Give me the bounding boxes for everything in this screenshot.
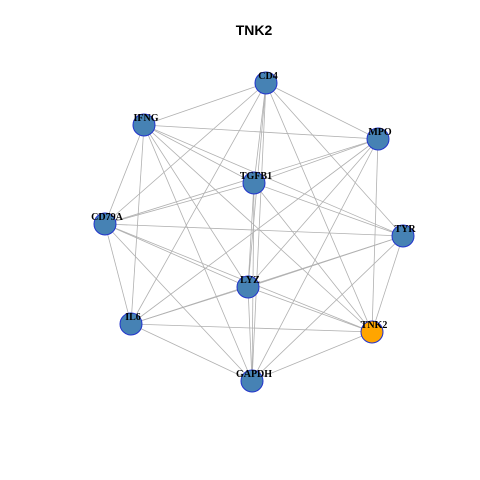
edge-tyr-tnk2 <box>371 235 404 333</box>
node-label-tgfb1: TGFB1 <box>240 171 272 182</box>
node-circle-lyz[interactable] <box>236 275 260 299</box>
edges-layer <box>104 82 404 382</box>
edge-ifng-cd79a <box>104 124 145 225</box>
edge-il6-gapdh <box>130 323 253 382</box>
edge-cd4-tnk2 <box>265 82 373 333</box>
node-circle-tnk2[interactable] <box>360 320 384 344</box>
edge-cd4-gapdh <box>251 82 267 382</box>
node-circle-gapdh[interactable] <box>240 369 264 393</box>
node-tyr[interactable]: TYR <box>391 224 416 248</box>
node-cd79a[interactable]: CD79A <box>91 212 124 236</box>
node-mpo[interactable]: MPO <box>366 127 392 151</box>
node-cd4[interactable]: CD4 <box>254 71 278 95</box>
node-label-tyr: TYR <box>394 224 416 235</box>
node-circle-cd79a[interactable] <box>93 212 117 236</box>
edge-cd79a-lyz <box>104 223 249 288</box>
edge-mpo-cd79a <box>104 138 379 225</box>
node-label-gapdh: GAPDH <box>236 369 272 380</box>
node-il6[interactable]: IL6 <box>119 312 143 336</box>
edge-ifng-gapdh <box>143 124 253 382</box>
node-label-tnk2: TNK2 <box>361 320 388 331</box>
node-label-ifng: IFNG <box>134 113 159 124</box>
node-ifng[interactable]: IFNG <box>132 113 159 137</box>
node-circle-mpo[interactable] <box>366 127 390 151</box>
edge-tgfb1-tyr <box>253 182 404 237</box>
edge-mpo-tgfb1 <box>253 138 379 184</box>
graph-title: TNK2 <box>236 22 273 38</box>
edge-cd4-tyr <box>265 82 404 237</box>
node-tnk2[interactable]: TNK2 <box>360 320 388 344</box>
node-tgfb1[interactable]: TGFB1 <box>240 171 272 195</box>
edge-cd4-il6 <box>130 82 267 325</box>
edge-cd4-tgfb1 <box>253 82 267 184</box>
edge-lyz-gapdh <box>247 286 253 382</box>
node-gapdh[interactable]: GAPDH <box>236 369 272 393</box>
edge-cd79a-gapdh <box>104 223 253 382</box>
node-circle-ifng[interactable] <box>132 113 156 137</box>
edge-tgfb1-cd79a <box>104 182 255 225</box>
edge-mpo-il6 <box>130 138 379 325</box>
edge-cd79a-tnk2 <box>104 223 373 333</box>
edge-il6-tnk2 <box>130 323 373 333</box>
node-label-cd79a: CD79A <box>91 212 123 223</box>
node-circle-cd4[interactable] <box>254 71 278 95</box>
edge-lyz-il6 <box>130 286 249 325</box>
node-label-lyz: LYZ <box>240 275 260 286</box>
edge-cd4-cd79a <box>104 82 267 225</box>
node-label-cd4: CD4 <box>258 71 277 82</box>
edge-mpo-tnk2 <box>371 138 379 333</box>
edge-ifng-tyr <box>143 124 404 237</box>
edge-tgfb1-lyz <box>247 182 255 288</box>
node-circle-il6[interactable] <box>119 312 143 336</box>
node-lyz[interactable]: LYZ <box>236 275 260 299</box>
edge-cd79a-tyr <box>104 223 404 237</box>
node-label-mpo: MPO <box>368 127 392 138</box>
edge-mpo-lyz <box>247 138 379 288</box>
edge-ifng-tgfb1 <box>143 124 255 184</box>
edge-lyz-tnk2 <box>247 286 373 333</box>
edge-tgfb1-tnk2 <box>253 182 373 333</box>
edge-ifng-mpo <box>143 124 379 140</box>
node-label-il6: IL6 <box>125 312 141 323</box>
edge-tnk2-gapdh <box>251 331 373 382</box>
edge-cd4-mpo <box>265 82 379 140</box>
edge-cd4-ifng <box>143 82 267 126</box>
node-circle-tyr[interactable] <box>391 224 415 248</box>
edge-ifng-il6 <box>130 124 145 325</box>
edge-ifng-lyz <box>143 124 249 288</box>
edge-cd79a-il6 <box>104 223 132 325</box>
node-circle-tgfb1[interactable] <box>242 171 266 195</box>
edge-tyr-gapdh <box>251 235 404 382</box>
